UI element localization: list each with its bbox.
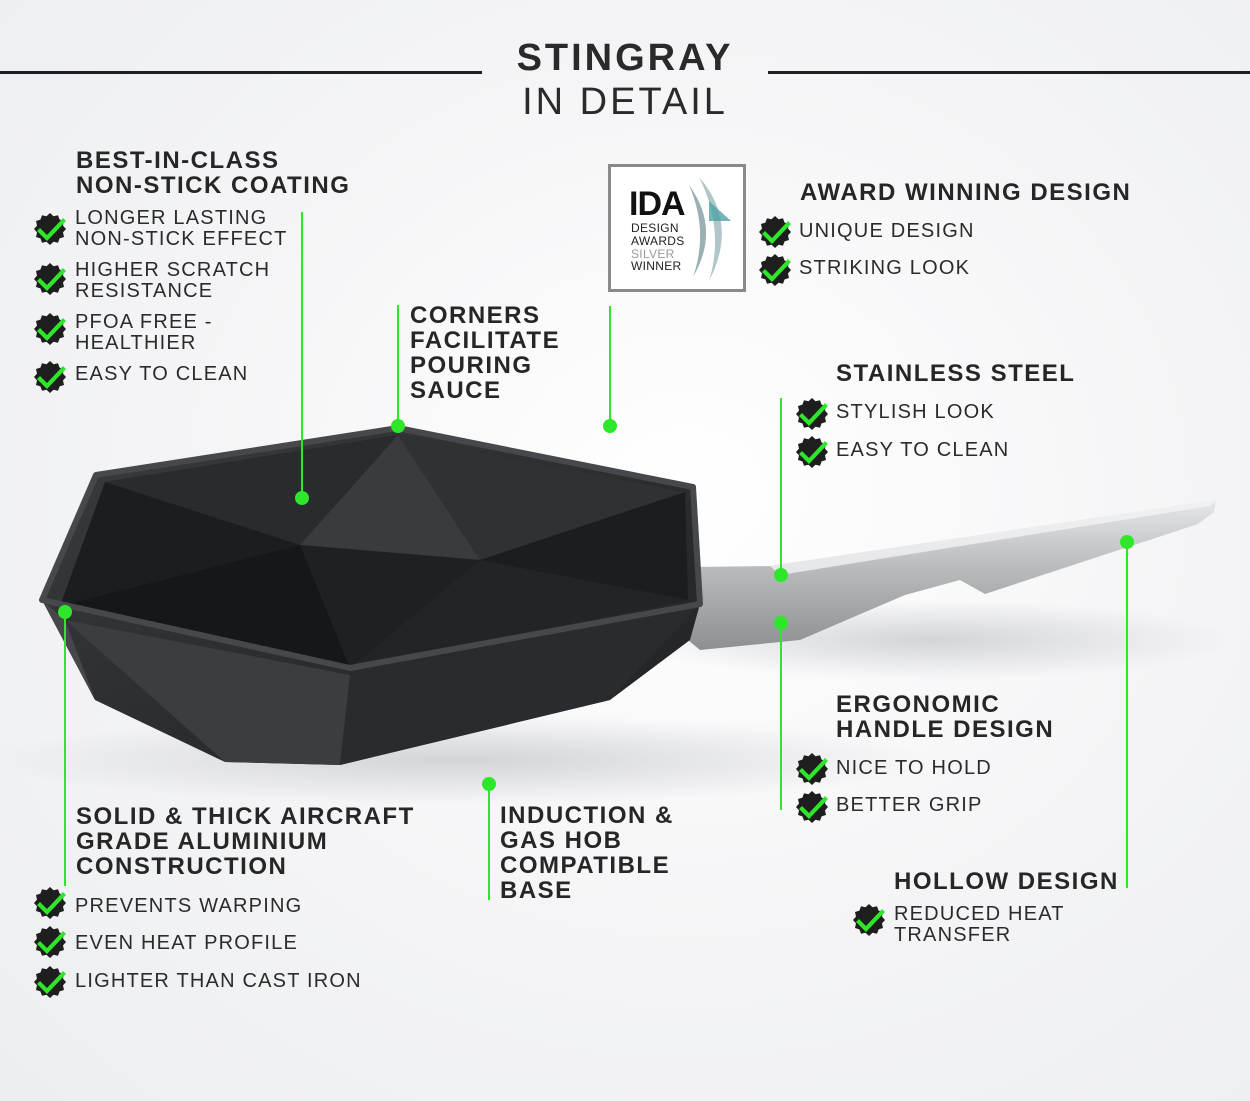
check-badge-icon — [795, 397, 829, 431]
steel-item-1: STYLISH LOOK — [836, 401, 995, 423]
award-item-2: STRIKING LOOK — [799, 257, 971, 279]
ida-line-3: SILVER — [631, 247, 675, 261]
leader-line-corners — [397, 305, 399, 425]
aluminium-item-2: EVEN HEAT PROFILE — [75, 932, 299, 954]
award-heading: AWARD WINNING DESIGN — [800, 179, 1132, 206]
leader-line-aluminium — [64, 616, 66, 886]
pan-side-facet-2 — [340, 604, 700, 765]
check-badge-icon — [33, 886, 67, 920]
leader-line-base — [488, 790, 490, 900]
pan-handle — [688, 500, 1216, 650]
page-title: STINGRAY — [516, 37, 734, 79]
ida-line-1: DESIGN — [631, 221, 679, 235]
leader-dot-award — [603, 419, 617, 433]
check-badge-icon — [795, 790, 829, 824]
award-item-1: UNIQUE DESIGN — [799, 220, 975, 242]
leader-line-coating — [301, 212, 303, 497]
ida-award-badge: IDA DESIGN AWARDS SILVER WINNER — [608, 164, 746, 292]
ida-logo-text: IDA — [629, 185, 686, 223]
check-badge-icon — [33, 360, 67, 394]
leader-dot-handle — [774, 616, 788, 630]
title-rule-left — [0, 71, 482, 74]
interior-facet-5 — [350, 560, 688, 668]
leader-line-award — [609, 306, 611, 424]
check-badge-icon — [795, 752, 829, 786]
interior-facet-3 — [300, 435, 480, 560]
leader-dot-corners — [391, 419, 405, 433]
coating-item-4: EASY TO CLEAN — [75, 363, 249, 385]
interior-facet-1 — [105, 435, 398, 545]
check-badge-icon — [758, 253, 792, 287]
coating-item-3: PFOA FREE -HEALTHIER — [75, 311, 213, 354]
handle-item-2: BETTER GRIP — [836, 794, 983, 816]
handle-highlight — [770, 500, 1216, 575]
check-badge-icon — [758, 215, 792, 249]
ida-line-2: AWARDS — [631, 234, 685, 248]
check-badge-icon — [795, 435, 829, 469]
handle-item-1: NICE TO HOLD — [836, 757, 992, 779]
ida-swoosh-icon — [689, 177, 731, 281]
leader-line-hollow — [1126, 545, 1128, 888]
leader-line-steel — [780, 398, 782, 574]
aluminium-item-3: LIGHTER THAN CAST IRON — [75, 970, 362, 992]
title-rule-right — [768, 71, 1250, 74]
page-subtitle: IN DETAIL — [522, 81, 728, 123]
check-badge-icon — [33, 262, 67, 296]
pan-side-facet-3 — [42, 600, 95, 700]
interior-facet-4 — [60, 545, 350, 668]
leader-dot-coating — [295, 491, 309, 505]
leader-dot-steel — [774, 568, 788, 582]
steel-heading: STAINLESS STEEL — [836, 360, 1076, 387]
interior-facet-6 — [300, 545, 480, 668]
check-badge-icon — [33, 312, 67, 346]
leader-line-handle — [780, 626, 782, 810]
interior-facet-2 — [398, 435, 685, 560]
aluminium-item-1: PREVENTS WARPING — [75, 895, 303, 917]
leader-dot-base — [482, 777, 496, 791]
check-badge-icon — [852, 903, 886, 937]
check-badge-icon — [33, 925, 67, 959]
leader-dot-hollow — [1120, 535, 1134, 549]
ida-line-4: WINNER — [631, 259, 682, 273]
hollow-heading: HOLLOW DESIGN — [894, 868, 1119, 895]
check-badge-icon — [33, 965, 67, 999]
check-badge-icon — [33, 212, 67, 246]
pan-side-facet-1 — [65, 620, 350, 765]
leader-dot-aluminium — [58, 605, 72, 619]
steel-item-2: EASY TO CLEAN — [836, 439, 1010, 461]
